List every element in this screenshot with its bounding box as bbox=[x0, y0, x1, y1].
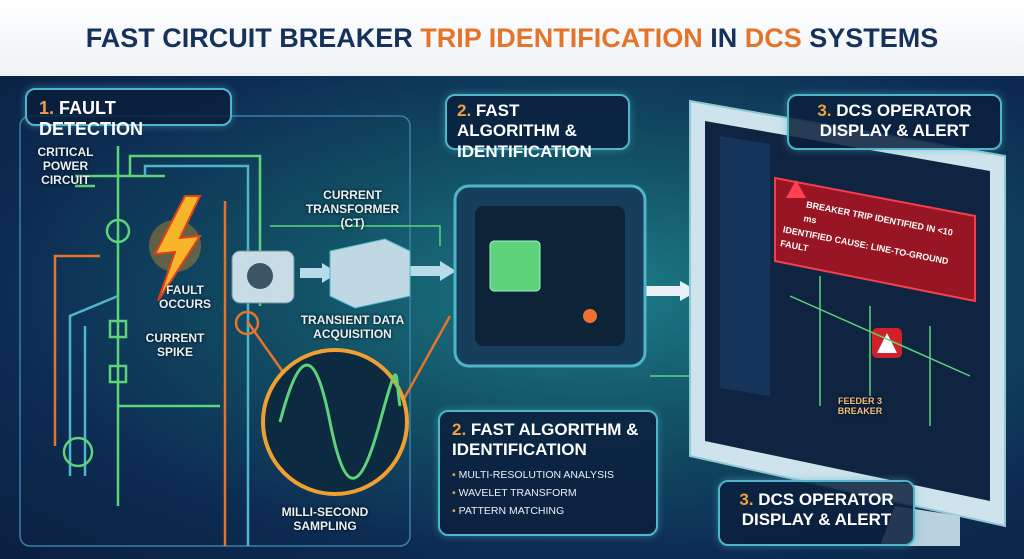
fault-occurs-label: FAULT OCCURS bbox=[158, 283, 211, 311]
bullet-item: • MULTI-RESOLUTION ANALYSIS bbox=[452, 469, 614, 482]
waveform-scope bbox=[261, 348, 409, 496]
critical-circuit-label: CRITICAL POWER CIRCUIT bbox=[37, 145, 94, 187]
bullet-item: • WAVELET TRANSFORM bbox=[452, 486, 577, 499]
circuit-lines bbox=[19, 99, 1006, 547]
feeder-label: FEEDER 3 BREAKER bbox=[837, 396, 883, 417]
current-spike-label: CURRENT SPIKE bbox=[145, 331, 205, 359]
breaker-symbol bbox=[105, 218, 131, 244]
page-title: FAST CIRCUIT BREAKER TRIP IDENTIFICATION… bbox=[0, 0, 1024, 76]
lightning-icon bbox=[149, 195, 202, 302]
current-transformer-icon bbox=[231, 250, 295, 304]
title-text: SYSTEMS bbox=[801, 22, 939, 53]
section3-detail-box: 3. DCS OPERATOR DISPLAY & ALERT bbox=[718, 480, 915, 546]
sampling-label: MILLI-SECOND SAMPLING bbox=[281, 505, 369, 533]
title-highlight: DCS bbox=[744, 22, 802, 53]
title-highlight: TRIP IDENTIFICATION bbox=[420, 22, 703, 53]
diagram-canvas: 1. FAULT DETECTION CRITICAL POWER CIRCUI… bbox=[0, 76, 1024, 559]
title-text: FAST CIRCUIT BREAKER bbox=[85, 22, 421, 53]
title-text: IN bbox=[702, 22, 745, 53]
section2-label: 2. FAST ALGORITHM & IDENTIFICATION bbox=[445, 94, 630, 161]
ct-label: CURRENT TRANSFORMER (CT) bbox=[305, 188, 400, 230]
processor-chip bbox=[453, 184, 647, 368]
bullet-item: • PATTERN MATCHING bbox=[452, 504, 565, 517]
generator-symbol bbox=[62, 436, 94, 468]
alert-banner bbox=[774, 176, 976, 303]
section3-label: 3. DCS OPERATOR DISPLAY & ALERT bbox=[787, 94, 1002, 150]
section2-detail-box: 2. FAST ALGORITHM & IDENTIFICATION • MUL… bbox=[438, 410, 658, 536]
acquisition-label: TRANSIENT DATA ACQUISITION bbox=[300, 313, 405, 341]
data-acquisition-icon bbox=[329, 238, 411, 309]
section1-label: 1. FAULT DETECTION bbox=[25, 88, 232, 139]
